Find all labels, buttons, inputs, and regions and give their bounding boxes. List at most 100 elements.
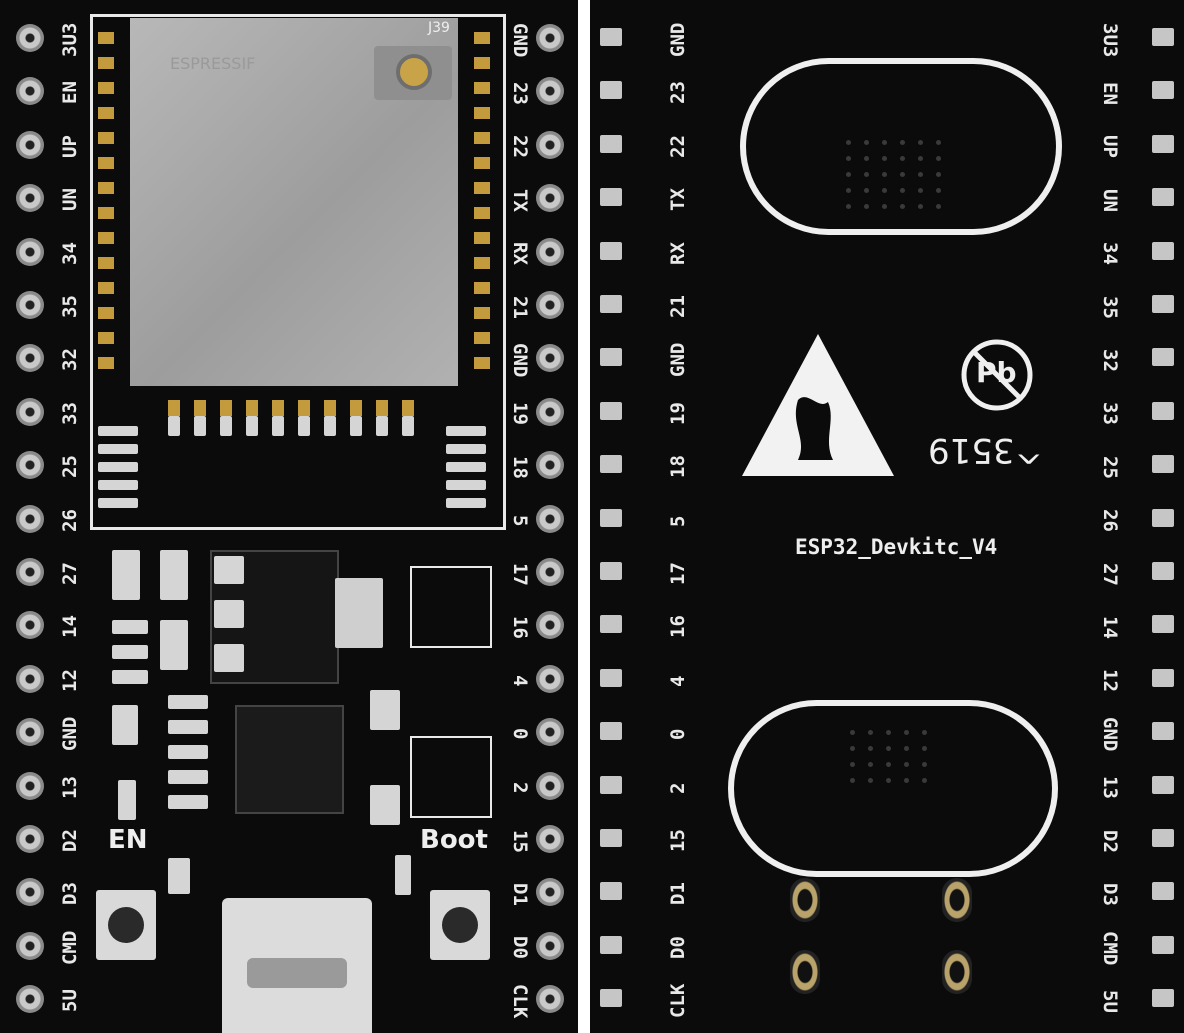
smd-component [370,690,400,730]
via [846,188,851,193]
module-pad [324,400,336,416]
module-pad [474,32,490,44]
header-pin [1152,81,1174,100]
pin-label: EN [1099,81,1121,105]
regulator-pad [214,556,244,584]
via [922,730,927,735]
header-pin [600,81,622,100]
module-pad-lower [246,416,258,436]
pin-label: 26 [1099,509,1121,533]
boot-button[interactable] [430,890,490,960]
pin-label: 16 [509,615,531,639]
header-pin [1152,188,1174,207]
via [922,778,927,783]
module-pad [376,400,388,416]
pin-label: 5 [667,514,689,527]
module-pad [98,207,114,219]
boot-label: Boot [420,825,488,855]
header-pin [600,241,622,260]
via [900,188,905,193]
module-pad [474,307,490,319]
regulator-tab [335,578,383,648]
pin-label: 26 [59,509,81,533]
smd-component [168,745,208,759]
header-pin [1152,989,1174,1008]
usb-uart-chip [235,705,344,814]
module-pad [350,400,362,416]
via [882,156,887,161]
pin-label: 17 [509,562,531,586]
via [850,778,855,783]
header-pin [1152,615,1174,634]
header-pin [600,775,622,794]
pin-label: 21 [667,295,689,319]
pin-label: 21 [509,295,531,319]
pin-label: UP [1099,135,1121,159]
header-pin [1152,882,1174,901]
pin-label: 23 [667,81,689,105]
pin-label: D2 [59,829,81,853]
pin-label: 34 [59,242,81,266]
via [882,140,887,145]
header-pin [536,344,564,373]
header-pin [536,291,564,319]
header-pin [600,562,622,580]
via [900,204,905,209]
pin-label: EN [59,81,81,105]
pin-label: D3 [59,882,81,906]
via [922,746,927,751]
smd-component [168,858,190,894]
pin-label: 19 [509,402,531,426]
module-pad [298,400,310,416]
en-label: EN [108,825,148,855]
header-pin [16,558,44,586]
module-pad [474,107,490,119]
via [864,156,869,161]
pin-label: 2 [667,781,689,794]
module-pad [98,332,114,344]
via [900,156,905,161]
micro-usb-port[interactable] [222,898,372,1033]
pin-label: GND [59,717,81,752]
pin-label: 13 [59,776,81,800]
header-pin [16,878,44,907]
transistor-outline-1 [410,566,492,648]
module-pad-lower [194,416,206,436]
pin-label: 15 [667,829,689,853]
pin-label: TX [509,188,531,212]
usb-mount-hole-3 [790,950,820,994]
via [850,730,855,735]
pin-label: 15 [509,829,531,853]
via [864,140,869,145]
pin-label: 12 [59,669,81,693]
en-button[interactable] [96,890,156,960]
module-pad [98,307,114,319]
pin-label: 5U [1099,989,1121,1013]
pin-label: 25 [59,455,81,479]
smd-component [168,795,208,809]
pin-label: D2 [1099,829,1121,853]
pin-label: D3 [1099,882,1121,906]
transistor-outline-2 [410,736,492,818]
module-pad [220,400,232,416]
upper-oval-marking [740,58,1062,235]
pin-label: 16 [667,615,689,639]
header-pin [16,504,44,533]
module-pad-lower [376,416,388,436]
regulator-pad [214,644,244,672]
pin-label: 3U3 [59,22,81,58]
module-pad [246,400,258,416]
usb-mount-hole-4 [942,950,972,994]
header-pin [600,348,622,367]
pb-text: Pb [976,356,1017,389]
via [868,762,873,767]
via [846,140,851,145]
header-pin [536,718,564,747]
pin-label: 13 [1099,776,1121,800]
smd-component [370,785,400,825]
module-pad [98,257,114,269]
module-brand-text: ESPRESSIF [170,54,256,73]
via [936,204,941,209]
via [936,156,941,161]
smd-component [112,670,148,684]
